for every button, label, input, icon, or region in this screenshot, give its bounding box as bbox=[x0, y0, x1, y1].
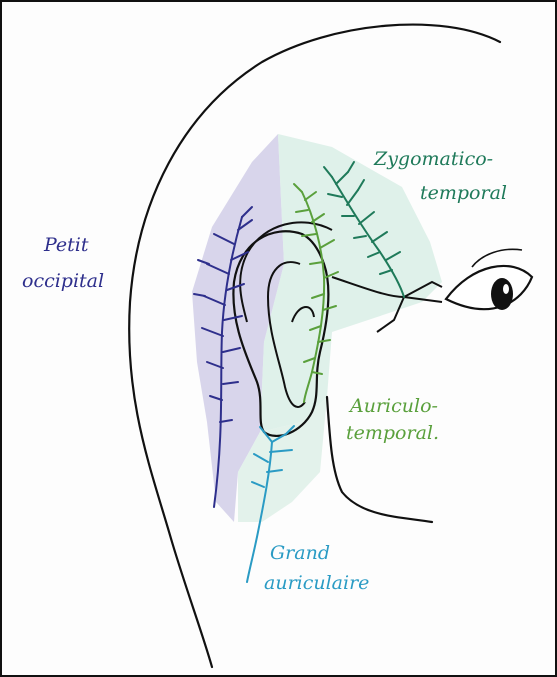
label-grand-line2: auriculaire bbox=[264, 572, 369, 594]
label-zygomatico-line1: Zygomatico- bbox=[374, 148, 493, 170]
label-zygomatico-line2: temporal bbox=[420, 182, 507, 204]
label-petit-line1: Petit bbox=[44, 234, 89, 256]
label-auriculo-line1: Auriculo- bbox=[350, 395, 438, 417]
label-petit-line2: occipital bbox=[22, 270, 104, 292]
eye-icon bbox=[446, 249, 532, 310]
label-grand-line1: Grand bbox=[270, 542, 330, 564]
label-auriculo-line2: temporal. bbox=[346, 422, 439, 444]
